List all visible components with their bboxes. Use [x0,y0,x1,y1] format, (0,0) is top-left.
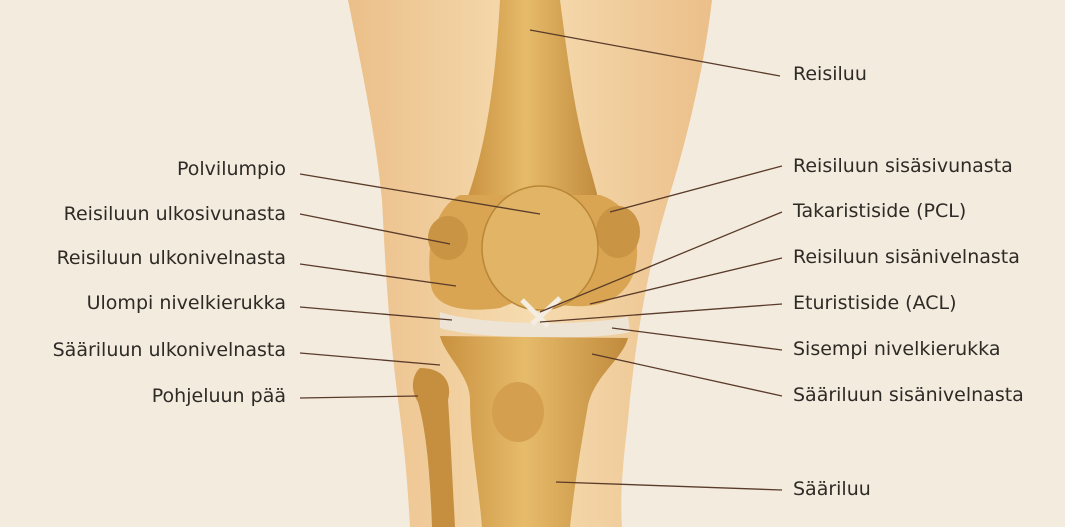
medial-epicondyle [596,206,640,258]
patella [482,186,598,310]
label-reisiluun-ulkosivunasta: Reisiluun ulkosivunasta [64,203,286,225]
label-polvilumpio: Polvilumpio [177,158,286,180]
label-ulompi-nivelkierukka: Ulompi nivelkierukka [87,292,286,314]
label-saariluun-sisanivelnasta: Sääriluun sisänivelnasta [793,384,1024,406]
label-saariluu: Sääriluu [793,478,871,500]
label-eturistiside: Eturistiside (ACL) [793,292,957,314]
tibial-tuberosity [492,382,544,442]
label-reisiluun-sisasivunasta: Reisiluun sisäsivunasta [793,155,1013,177]
label-sisempi-nivelkierukka: Sisempi nivelkierukka [793,338,1001,360]
label-takaristiside: Takaristiside (PCL) [793,200,966,222]
lateral-epicondyle [428,216,468,260]
label-reisiluu: Reisiluu [793,63,867,85]
label-saariluun-ulkonivelnasta: Sääriluun ulkonivelnasta [53,339,286,361]
label-reisiluun-ulkonivelnasta: Reisiluun ulkonivelnasta [57,247,286,269]
label-pohjeluun-paa: Pohjeluun pää [152,385,286,407]
label-reisiluun-sisanivelnasta: Reisiluun sisänivelnasta [793,246,1020,268]
